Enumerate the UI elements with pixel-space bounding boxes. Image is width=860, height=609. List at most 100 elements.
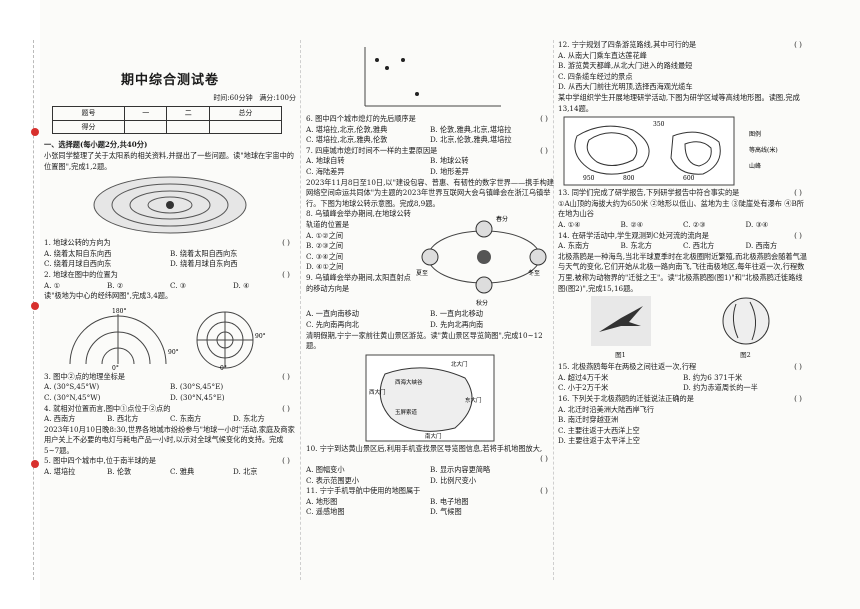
option[interactable]: D. (30°N,45°E) <box>170 392 225 402</box>
answer-slot[interactable]: ( ) <box>794 188 802 198</box>
option[interactable]: A. 北迁时沿美洲大陆西岸飞行 <box>558 404 655 414</box>
question-stem: 12. 宁宁规划了四条游览路线,其中可行的是 <box>558 40 697 49</box>
option[interactable]: C. 四条缆车经过的景点 <box>558 71 633 81</box>
option[interactable]: D. 北京 <box>233 467 258 477</box>
option[interactable]: D. 北京,伦敦,雅典,堪培拉 <box>430 135 512 145</box>
answer-slot[interactable]: ( ) <box>282 269 290 279</box>
option[interactable]: B. ② <box>107 280 124 290</box>
page-title: 期中综合测试卷 <box>120 73 219 88</box>
legend-item: 山峰 <box>749 162 761 170</box>
question-stem: 2. 地球在图中的位置为 <box>44 269 118 279</box>
option[interactable]: C. 主要往返于大西洋上空 <box>558 425 640 435</box>
answer-slot[interactable]: ( ) <box>282 371 290 381</box>
option[interactable]: A. 东南方 <box>558 241 590 251</box>
option[interactable]: D. 比例尺变小 <box>430 475 477 485</box>
score-header: 一 <box>124 106 168 121</box>
option[interactable]: B. ②④ <box>620 219 644 229</box>
intro-text: 2023年10月10日晚8:30,世界各地城市纷纷参与"地球一小时"活动,家庭及… <box>44 424 295 455</box>
option[interactable]: C. ③ <box>170 280 187 290</box>
question-stem: 15. 北极燕鸥每年在两极之间往返一次,行程 <box>558 362 697 372</box>
answer-slot[interactable]: ( ) <box>540 145 548 155</box>
option[interactable]: A. 地形图 <box>306 496 338 506</box>
option[interactable]: A. 超过4万千米 <box>558 372 609 382</box>
answer-slot[interactable]: ( ) <box>540 454 548 464</box>
option[interactable]: B. 西北方 <box>107 414 139 424</box>
option[interactable]: B. 游览黄天都峰,从北大门进入的路线最短 <box>558 61 693 71</box>
contour-label: 950 <box>583 175 595 182</box>
option[interactable]: B. ②③之间 <box>306 241 344 251</box>
option[interactable]: A. 地球自转 <box>306 156 345 166</box>
fig-label: 180° <box>112 308 126 315</box>
option[interactable]: D. 约为赤道周长的一半 <box>683 383 758 393</box>
question: 4. 就相对位置而言,图中①点位于②点的( ) <box>44 404 296 415</box>
option[interactable]: B. (30°S,45°E) <box>170 382 224 392</box>
option[interactable]: A. 从南大门乘车直达莲花峰 <box>558 50 647 60</box>
option[interactable]: A. ①④ <box>558 219 581 229</box>
question: 2. 地球在图中的位置为 ( ) <box>44 270 296 281</box>
option[interactable]: A. 堪培拉,北京,伦敦,雅典 <box>306 124 388 134</box>
answer-slot[interactable]: ( ) <box>794 40 802 49</box>
question: 10. 宁宁到达黄山景区后,利用手机查找景区导览图信息,若将手机地图放大,( ) <box>306 444 554 465</box>
option[interactable]: C. 表示范围更小 <box>306 475 359 485</box>
option[interactable]: B. 南迁时穿越亚洲 <box>558 415 619 425</box>
option[interactable]: C. 小于2万千米 <box>558 383 609 393</box>
option[interactable]: C. 东南方 <box>170 414 202 424</box>
orbit-figure: 夏至 冬至 春分 秋分 <box>416 215 547 307</box>
migration-globe <box>722 297 769 345</box>
option[interactable]: B. 地球公转 <box>430 156 469 166</box>
answer-slot[interactable]: ( ) <box>282 456 290 466</box>
fig-label: 0° <box>220 365 227 370</box>
option[interactable]: D. 地形差异 <box>430 166 469 176</box>
answer-slot[interactable]: ( ) <box>794 230 802 240</box>
solar-system-figure <box>93 176 247 234</box>
score-cell[interactable] <box>208 119 283 135</box>
answer-slot[interactable]: ( ) <box>540 486 548 496</box>
option[interactable]: A. ①②之间 <box>306 230 344 240</box>
score-header: 二 <box>166 106 210 121</box>
figure-caption: 图2 <box>740 350 751 359</box>
option[interactable]: C. 海陆差异 <box>306 166 345 176</box>
option[interactable]: D. 东北方 <box>233 414 265 424</box>
option[interactable]: C. 雅典 <box>170 467 195 477</box>
option[interactable]: D. 气候图 <box>430 507 462 517</box>
option[interactable]: B. 显示内容更简略 <box>430 464 491 474</box>
option[interactable]: B. 伦敦,雅典,北京,堪培拉 <box>430 124 512 134</box>
option[interactable]: A. 堪培拉 <box>44 467 76 477</box>
answer-slot[interactable]: ( ) <box>794 362 802 372</box>
option[interactable]: C. ③④之间 <box>306 251 344 261</box>
option[interactable]: C. 遥感地图 <box>306 507 345 517</box>
option[interactable]: C. 先向南再向北 <box>306 319 359 329</box>
option[interactable]: D. ④①之间 <box>306 262 344 272</box>
option[interactable]: A. 绕着太阳自东向西 <box>44 248 112 258</box>
option[interactable]: D. 西南方 <box>745 241 778 251</box>
option[interactable]: D. 从西大门前往光明顶,选择西海观光缆车 <box>558 82 693 92</box>
option[interactable]: B. 一直向北移动 <box>430 309 483 319</box>
option[interactable]: A. 西南方 <box>44 414 76 424</box>
option[interactable]: C. 绕着月球自西向东 <box>44 259 112 269</box>
option[interactable]: B. 伦敦 <box>107 467 132 477</box>
option[interactable]: A. 一直向南移动 <box>306 309 359 319</box>
answer-slot[interactable]: ( ) <box>282 403 290 413</box>
option[interactable]: D. 绕着月球自东向西 <box>170 259 238 269</box>
option[interactable]: A. (30°S,45°W) <box>44 382 100 392</box>
option[interactable]: B. 东北方 <box>620 241 652 251</box>
option[interactable]: C. ②③ <box>683 219 706 229</box>
option[interactable]: A. 图幅变小 <box>306 464 345 474</box>
answer-slot[interactable]: ( ) <box>794 394 802 404</box>
option[interactable]: C. 堪培拉,北京,雅典,伦敦 <box>306 135 388 145</box>
option[interactable]: C. 西北方 <box>683 241 715 251</box>
option[interactable]: B. 约为6 371千米 <box>683 372 743 382</box>
option[interactable]: A. ① <box>44 280 61 290</box>
option[interactable]: D. ③④ <box>745 219 769 229</box>
option[interactable]: B. 绕着太阳自西向东 <box>170 248 238 258</box>
score-cell[interactable] <box>124 119 168 135</box>
figure-2: 图2 <box>716 296 776 360</box>
option[interactable]: C. (30°N,45°W) <box>44 392 101 402</box>
answer-slot[interactable]: ( ) <box>540 114 548 123</box>
option[interactable]: D. 主要往返于太平洋上空 <box>558 436 640 446</box>
option[interactable]: D. 先向北再向南 <box>430 319 484 329</box>
option[interactable]: B. 电子地图 <box>430 496 469 506</box>
answer-slot[interactable]: ( ) <box>282 238 290 248</box>
option[interactable]: D. ④ <box>233 280 250 290</box>
score-cell[interactable] <box>166 119 210 135</box>
